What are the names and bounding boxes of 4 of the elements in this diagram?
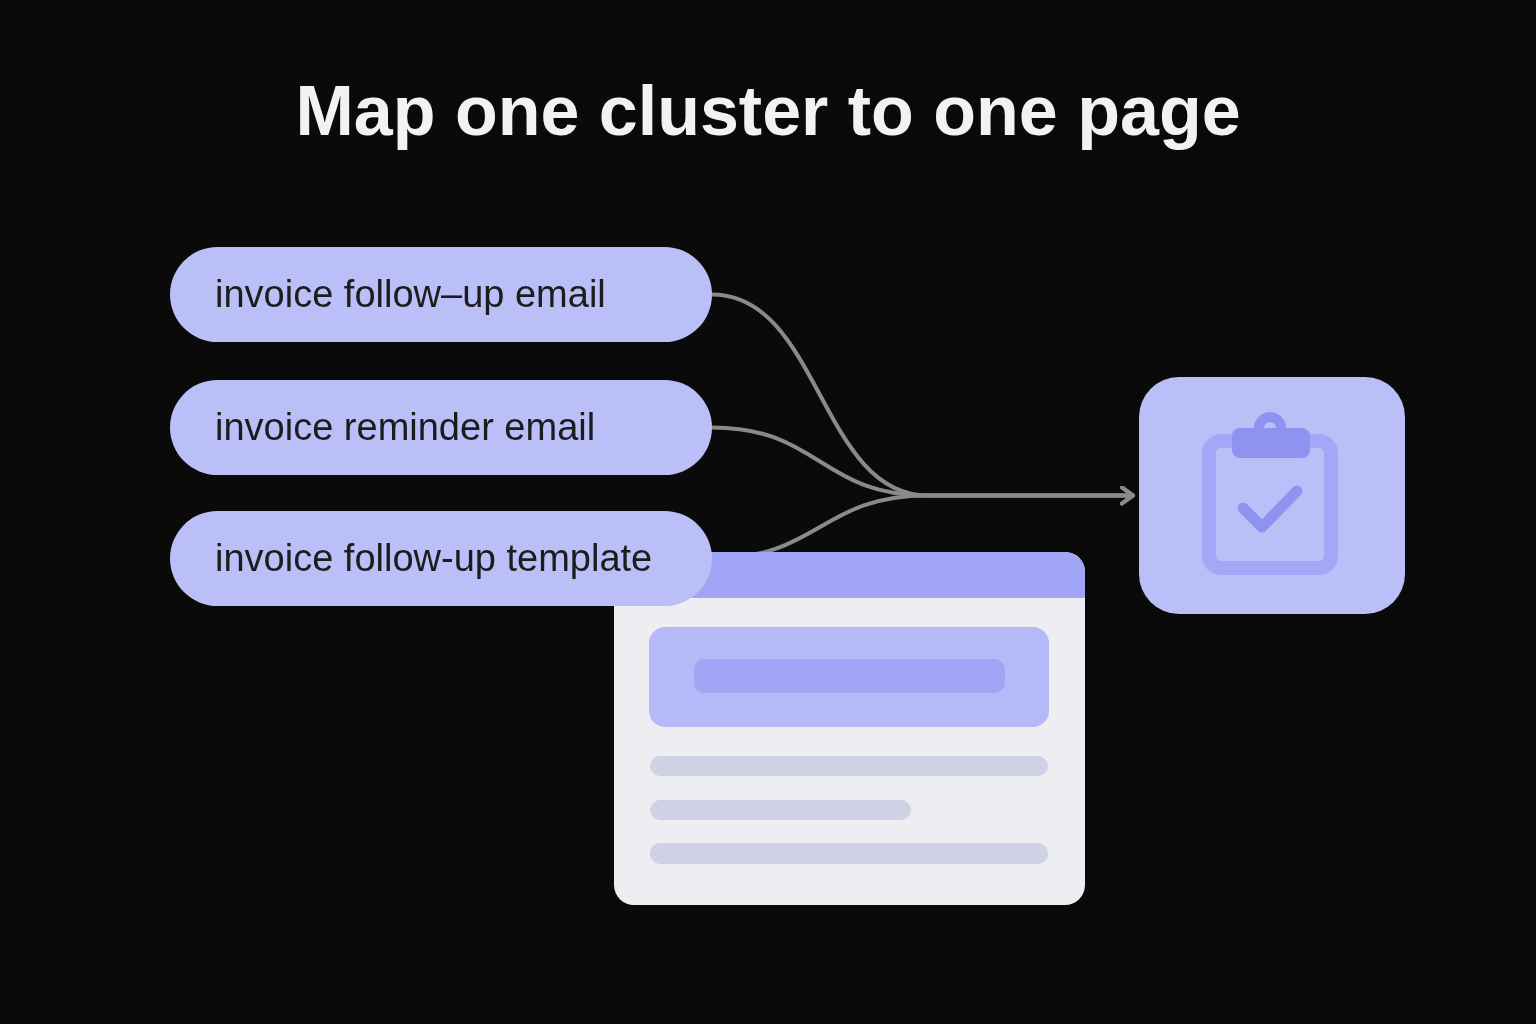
keyword-pill: invoice follow–up email — [170, 247, 712, 342]
keyword-pill: invoice follow-up template — [170, 511, 712, 606]
keyword-pill: invoice reminder email — [170, 380, 712, 475]
clipboard-card — [1139, 377, 1405, 614]
